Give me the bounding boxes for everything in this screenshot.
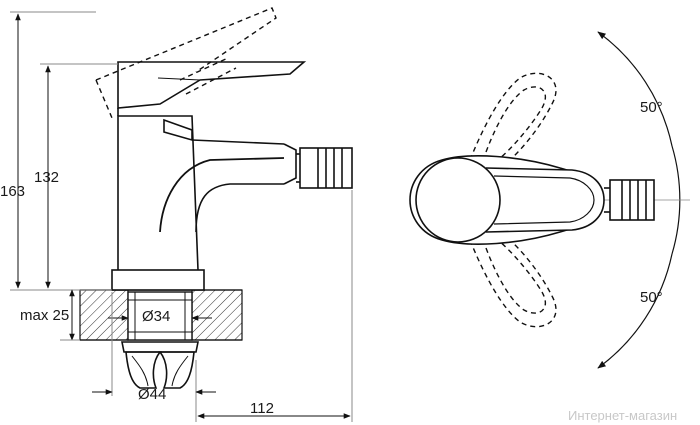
handle-open-dashed [95,7,277,119]
label-mount-diameter: Ø34 [142,308,170,325]
label-angle-upper: 50° [640,99,663,116]
side-view [10,7,353,422]
label-max-thickness: max 25 [20,307,69,324]
handle-top-solid [485,167,605,233]
label-reach: 112 [250,400,274,417]
dim-height-total [10,11,112,291]
top-view [409,31,690,369]
label-base-diameter: Ø44 [138,386,166,403]
dim-max-thickness [60,289,80,341]
label-height-spout: 132 [34,169,59,186]
label-angle-lower: 50° [640,289,663,306]
aerator-top [604,179,655,221]
fixing-nut [121,341,199,389]
faucet-body [111,115,297,291]
watermark-text: Интернет-магазин [568,408,677,423]
aerator [296,147,353,189]
dim-base-diameter [92,292,216,396]
dim-height-spout [40,63,118,289]
handle-closed [117,61,307,116]
handle-top-upper-dashed [469,72,557,173]
label-height-total: 163 [0,183,25,200]
dim-reach [195,190,353,422]
handle-top-lower-dashed [469,227,557,328]
lever-knob [415,157,501,243]
